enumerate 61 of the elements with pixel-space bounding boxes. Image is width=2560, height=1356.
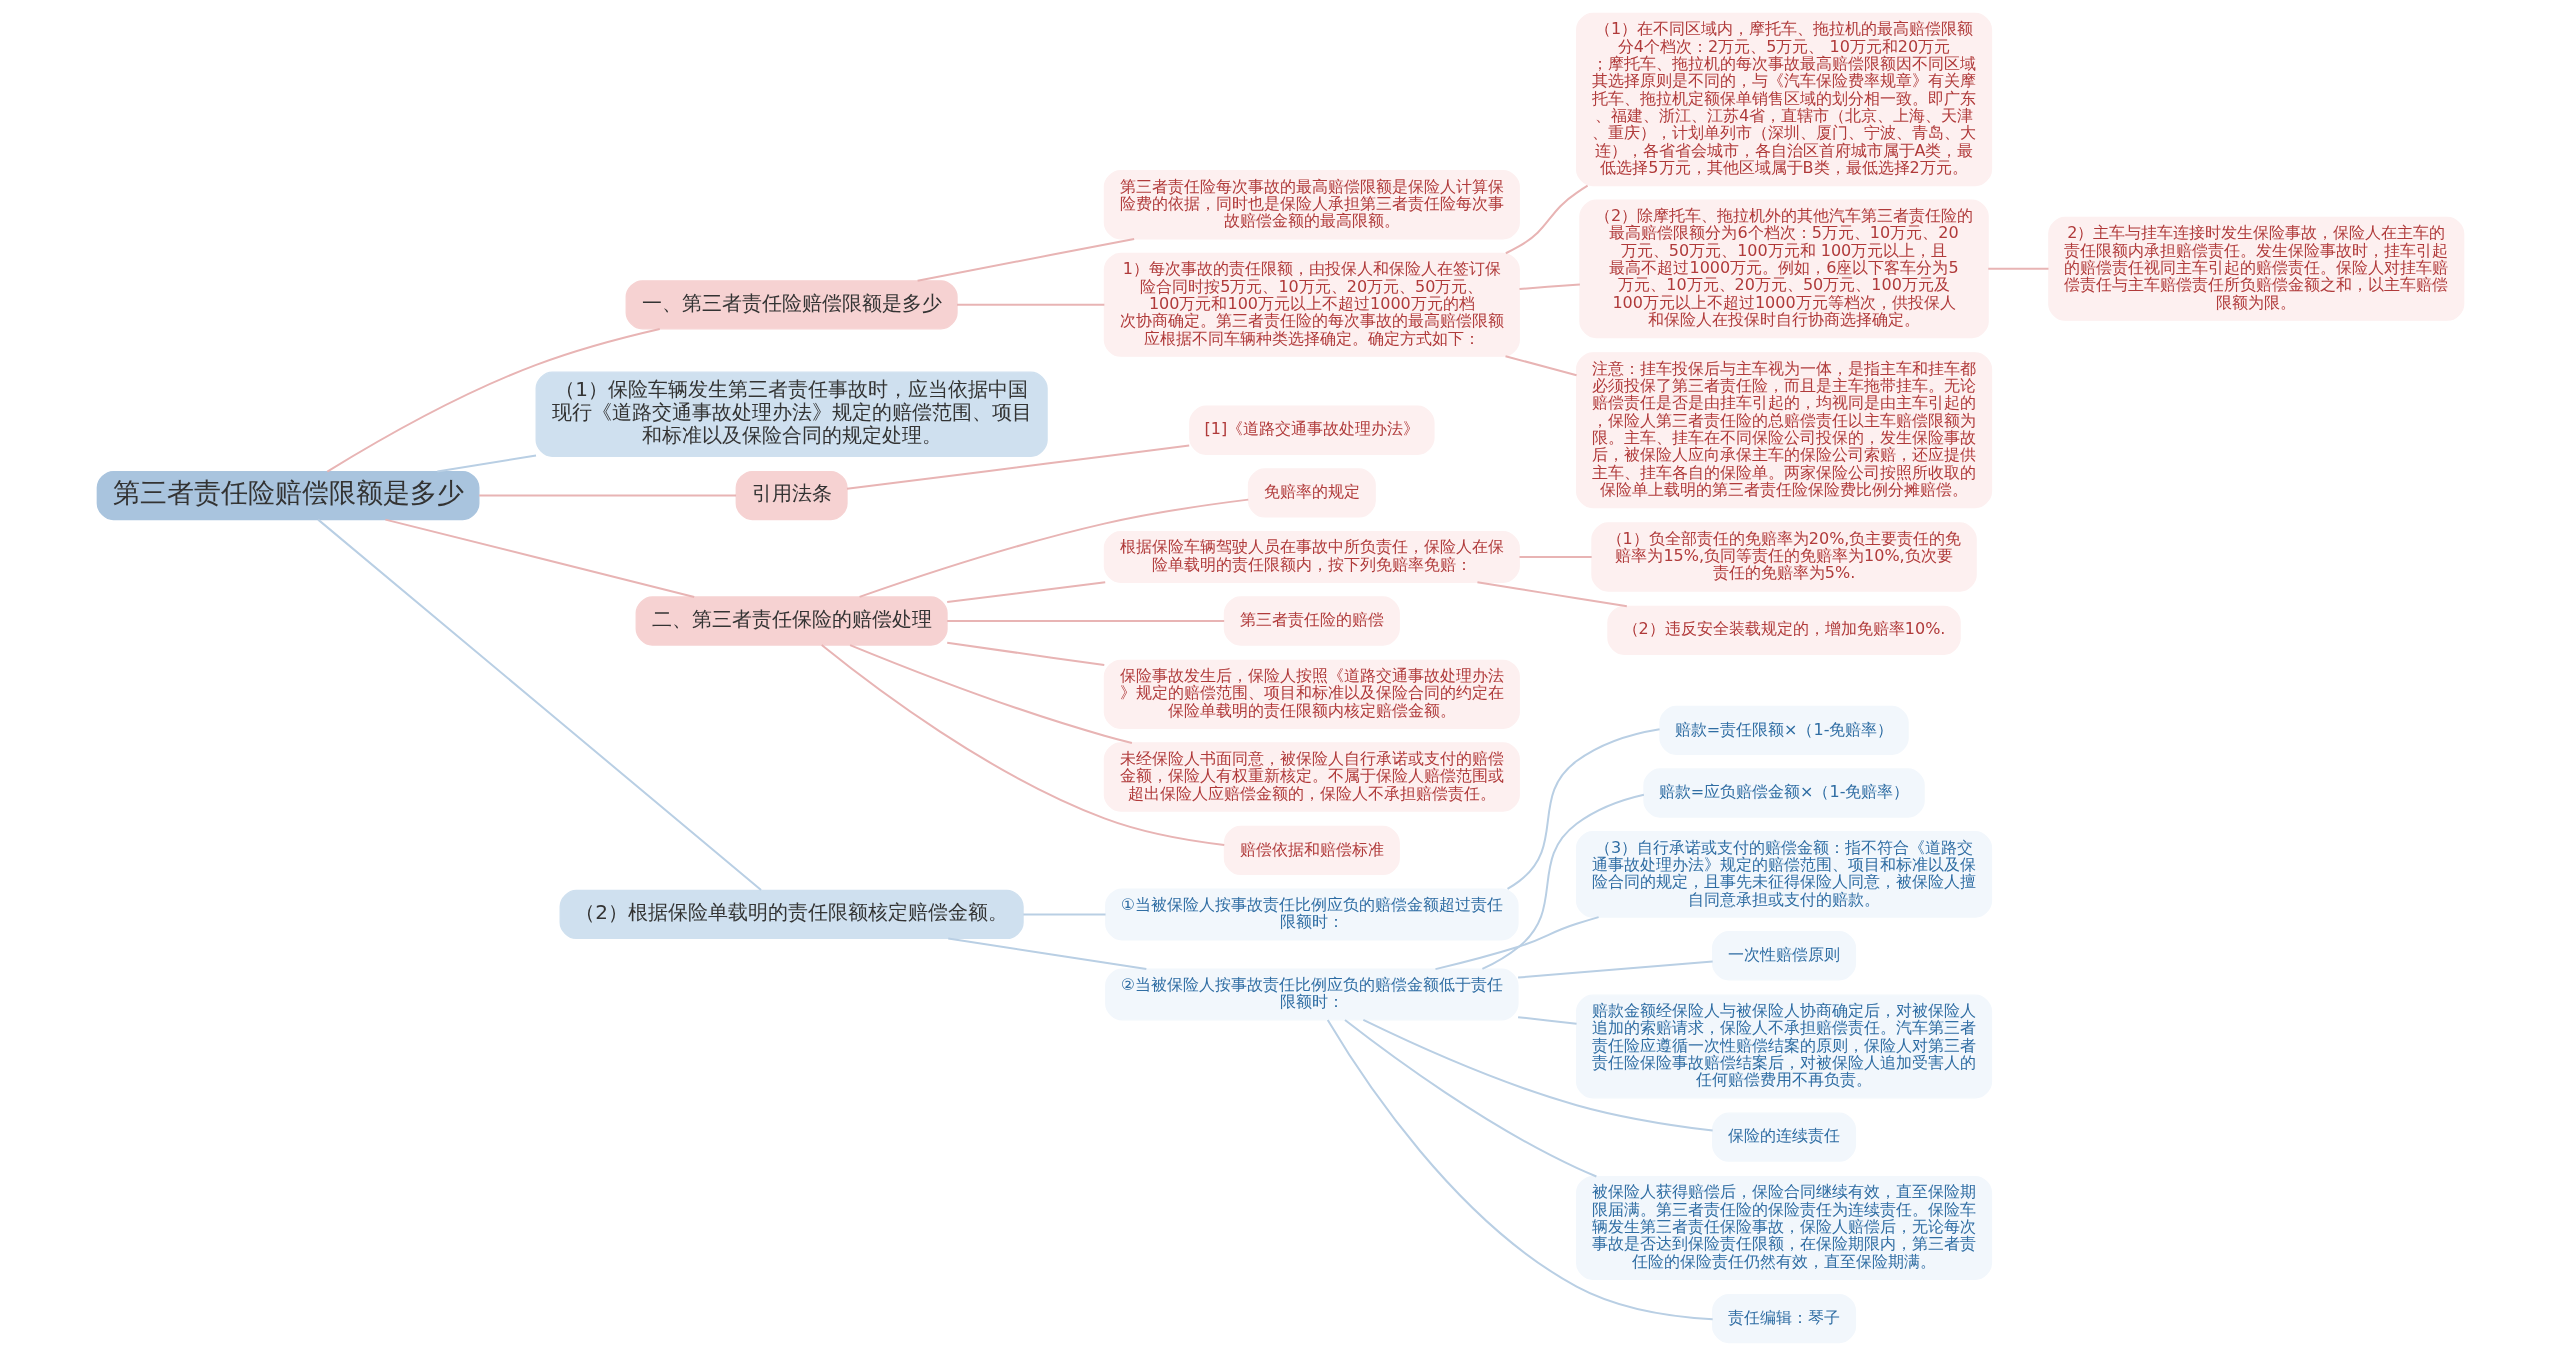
node-box: 一次性赔偿原则 xyxy=(1711,931,1856,981)
node-box: （2）违反安全装载规定的，增加免赔率10%. xyxy=(1606,605,1961,655)
node-box: 2）主车与挂车连接时发生保险事故，保险人在主车的责任限额内承担赔偿责任。发生保险事故时，挂车引起的赔偿责任视同主车引起的赔偿责任。保险人对挂车赔偿责任与主车赔偿责任所负赔偿金额之和，以主车赔偿限额为限。 xyxy=(2047,216,2464,321)
node-box: 二、第三者责任保险的赔偿处理 xyxy=(635,596,948,646)
connector xyxy=(1517,283,1581,290)
connector xyxy=(848,644,1133,744)
node-box: 赔款金额经保险人与被保险人协商确定后，对被保险人追加的索赔请求，保险人不承担赔偿责任。汽车第三者责任险应遵循一次性赔偿结案的原则，保险人对第三者责任险保险事故赔偿结案后，对被保险人追加受害人的任何赔偿费用不再负责。 xyxy=(1575,994,1992,1099)
node-box: 赔款=应负赔偿金额×（1-免赔率） xyxy=(1642,768,1925,818)
connector xyxy=(316,518,762,891)
node-box: 责任编辑：琴子 xyxy=(1711,1293,1856,1344)
node-box: （2）除摩托车、拖拉机外的其他汽车第三者责任险的最高赔偿限额分为6个档次：5万元、10万元、20万元、50万元、100万元和 100万元以上，且最高不超过1000万元。例如，6座以下客车分为5万元、10万元、20万元、50万元、100万元及100万元以上不超过1000万元等档次，供投保人和保险人在投保时自行协商选择确定。 xyxy=(1578,199,1989,339)
node-box: 赔偿依据和赔偿标准 xyxy=(1223,825,1400,876)
connector xyxy=(1506,728,1661,890)
connector xyxy=(945,581,1106,603)
connector xyxy=(1516,1016,1578,1025)
connector xyxy=(1986,267,2049,270)
node-box: 一、第三者责任险赔偿限额是多少 xyxy=(625,280,958,330)
node-box: 被保险人获得赔偿后，保险合同继续有效，直至保险期限届满。第三者责任险的保险责任为连续责任。保险车辆发生第三者责任保险事故，保险人赔偿后，无论每次事故是否达到保险责任限额，在保险期限内，第三者责任险的保险责任仍然有效，直至保险期满。 xyxy=(1575,1175,1992,1280)
connector xyxy=(325,327,661,473)
connector xyxy=(1343,1019,1597,1178)
node-box: 保险的连续责任 xyxy=(1711,1112,1856,1162)
node-box: 第三者责任险的赔偿 xyxy=(1223,596,1400,646)
node-box: [1]《道路交通事故处理办法》 xyxy=(1188,405,1435,455)
node-box: 免赔率的规定 xyxy=(1247,468,1376,518)
connector xyxy=(955,303,1105,306)
connector xyxy=(820,644,1225,846)
node-box: ②当被保险人按事故责任比例应负的赔偿金额低于责任限额时： xyxy=(1104,968,1519,1021)
node-box: 第三者责任险赔偿限额是多少 xyxy=(96,470,479,521)
connector xyxy=(845,444,1190,490)
node-box: 注意：挂车投保后与主车视为一体，是指主车和挂车都必须投保了第三者责任险，而且是主车拖带挂车。无论赔偿责任是否是由挂车引起的，均视同是由主车引起的，保险人第三者责任险的总赔偿责任以主车赔偿限额为限。主车、挂车在不同保险公司投保的，发生保险事故后，被保险人应向承保主车的保险公司索赔，还应提供主车、挂车各自的保险单。两家保险公司按照所收取的保险单上载明的第三者责任险保险费比例分摊赔偿。 xyxy=(1575,352,1992,509)
connector xyxy=(1434,916,1600,971)
node-box: （1）保险车辆发生第三者责任事故时，应当依据中国现行《道路交通事故处理办法》规定的赔偿范围、项目和标准以及保险合同的规定处理。 xyxy=(535,371,1048,457)
node-box: （2）根据保险单载明的责任限额核定赔偿金额。 xyxy=(559,889,1024,940)
connector xyxy=(1021,913,1107,916)
node-box: 赔款=责任限额×（1-免赔率） xyxy=(1658,705,1909,756)
node-box: （3）自行承诺或支付的赔偿金额：指不符合《道路交通事故处理办法》规定的赔偿范围、项目和标准以及保险合同的规定，且事先未征得保险人同意，被保险人擅自同意承担或支付的赔款。 xyxy=(1575,831,1992,918)
node-box: 保险事故发生后，保险人按照《道路交通事故处理办法》规定的赔偿范围、项目和标准以及保险合同的约定在保险单载明的责任限额内核定赔偿金额。 xyxy=(1103,659,1520,729)
connector xyxy=(1504,355,1578,377)
connector xyxy=(1475,581,1628,608)
connector xyxy=(1516,960,1714,979)
node-box: ①当被保险人按事故责任比例应负的赔偿金额超过责任限额时： xyxy=(1104,888,1519,941)
connector xyxy=(945,620,1225,622)
connector xyxy=(435,454,537,473)
connector xyxy=(858,498,1249,598)
connector xyxy=(945,641,1105,667)
node-box: （1）负全部责任的免赔率为20%,负主要责任的免赔率为15%,负同等责任的免赔率为10%,负次要责任的免赔率为5%. xyxy=(1590,522,1977,592)
connector xyxy=(916,237,1135,282)
connector xyxy=(1517,555,1593,558)
connector xyxy=(1361,1018,1714,1132)
node-box: 1）每次事故的责任限额，由投保人和保险人在签订保险合同时按5万元、10万元、20万元、50万元、100万元和100万元以上不超过1000万元的档次协商确定。第三者责任险的每次事故的最高赔偿限额应根据不同车辆种类选择确定。确定方式如下： xyxy=(1103,252,1520,357)
connector xyxy=(1480,793,1645,970)
node-box: 引用法条 xyxy=(735,470,848,521)
node-box: （1）在不同区域内，摩托车、拖拉机的最高赔偿限额分4个档次：2万元、5万元、 10万元和20万元；摩托车、拖拉机的每次事故最高赔偿限额因不同区域其选择原则是不同的，与《汽车保险费率规章》有关摩托车、拖拉机定额保单销售区域的划分相一致。即广东、福建、浙江、江苏4省，直辖市（北京、上海、天津、重庆），计划单列市（深圳、厦门、宁波、青岛、大连），各省省会城市，各自治区首府城市属于A类，最低选择5万元，其他区域属于B类，最低选择2万元。 xyxy=(1575,12,1992,187)
node-box: 未经保险人书面同意，被保险人自行承诺或支付的赔偿金额，保险人有权重新核定。不属于保险人赔偿范围或超出保险人应赔偿金额的，保险人不承担赔偿责任。 xyxy=(1103,742,1520,812)
node-box: 第三者责任险每次事故的最高赔偿限额是保险人计算保险费的依据，同时也是保险人承担第三者责任险每次事故赔偿金额的最高限额。 xyxy=(1103,170,1520,240)
node-box: 根据保险车辆驾驶人员在事故中所负责任，保险人在保险单载明的责任限额内，按下列免赔率免赔： xyxy=(1103,530,1520,583)
connector xyxy=(1504,184,1589,255)
connector xyxy=(946,937,1147,971)
connector xyxy=(1326,1019,1714,1321)
connector xyxy=(383,518,695,598)
connector xyxy=(477,494,737,497)
